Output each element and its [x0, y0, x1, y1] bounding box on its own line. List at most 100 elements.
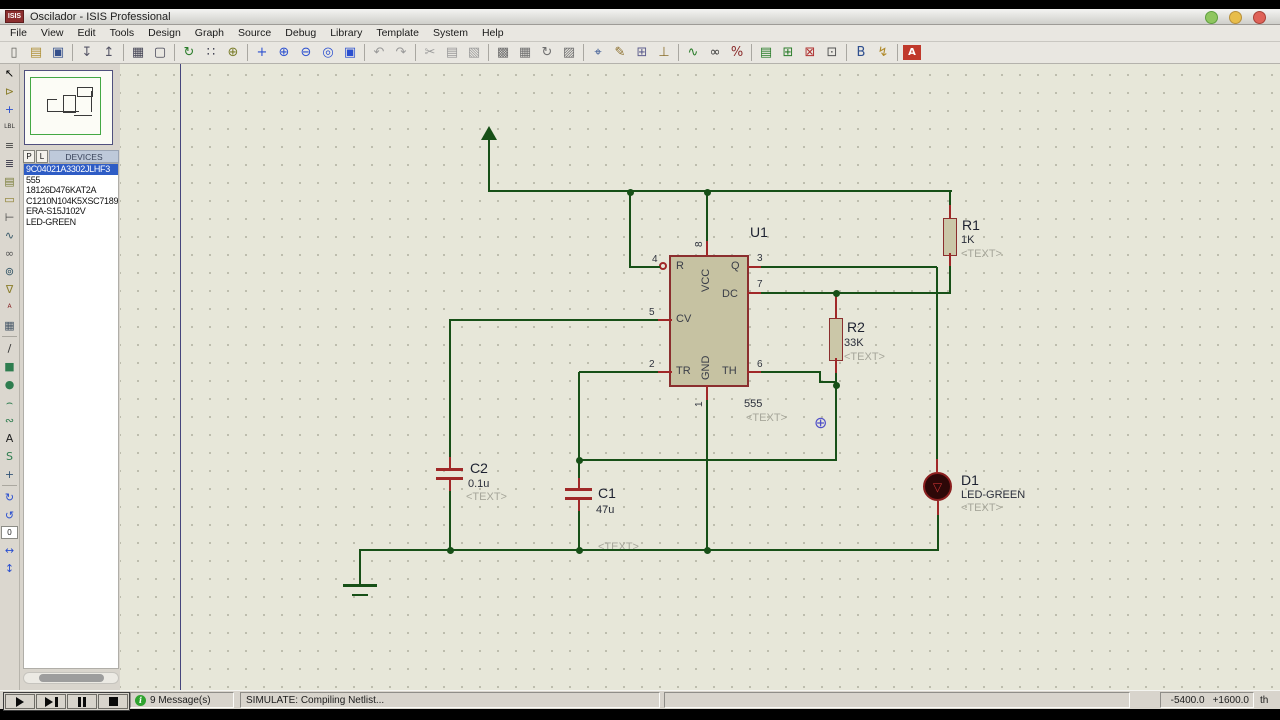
- new-sheet-icon[interactable]: ⊞: [782, 45, 794, 60]
- wire-segment[interactable]: [578, 461, 580, 479]
- decompose-icon[interactable]: ⊥: [658, 45, 670, 60]
- text-script-mode-icon[interactable]: ≡: [4, 138, 15, 152]
- wire-segment[interactable]: [359, 549, 361, 585]
- redraw-icon[interactable]: ↻: [183, 45, 195, 60]
- pick-device-icon[interactable]: ⌖: [594, 45, 602, 60]
- rotate-clockwise-icon[interactable]: ↻: [4, 490, 15, 504]
- component-r1-resistor[interactable]: [943, 218, 957, 256]
- menu-library[interactable]: Library: [330, 27, 363, 39]
- electrical-rule-check-icon[interactable]: ↯: [877, 45, 889, 60]
- wire-segment[interactable]: [819, 371, 821, 383]
- wire-segment[interactable]: [835, 372, 837, 461]
- menu-tools[interactable]: Tools: [109, 27, 135, 39]
- virtual-instruments-mode-icon[interactable]: ▦: [4, 318, 15, 332]
- property-assignment-icon[interactable]: %: [730, 45, 744, 60]
- zoom-all-icon[interactable]: ◎: [322, 45, 334, 60]
- minimize-button[interactable]: [1205, 11, 1218, 24]
- wire-segment[interactable]: [761, 292, 951, 294]
- import-section-icon[interactable]: ↧: [81, 45, 93, 60]
- graphics-arc-icon[interactable]: ⌢: [5, 395, 14, 409]
- graphics-circle-icon[interactable]: ●: [4, 377, 15, 391]
- remove-sheet-icon[interactable]: ⊠: [804, 45, 816, 60]
- origin-icon[interactable]: ⊕: [227, 45, 239, 60]
- mirror-horizontal-icon[interactable]: ↔: [4, 543, 15, 557]
- menu-edit[interactable]: Edit: [77, 27, 96, 39]
- library-button[interactable]: L: [36, 150, 48, 163]
- search-tag-icon[interactable]: ∞: [709, 45, 721, 60]
- new-file-icon[interactable]: ▯: [10, 45, 18, 60]
- wire-segment[interactable]: [761, 266, 937, 268]
- menu-template[interactable]: Template: [376, 27, 419, 39]
- zoom-in-icon[interactable]: ⊕: [278, 45, 290, 60]
- wire-segment[interactable]: [937, 514, 939, 551]
- wire-segment[interactable]: [579, 371, 659, 373]
- make-device-icon[interactable]: ✎: [614, 45, 626, 60]
- rotation-angle-field[interactable]: 0: [1, 526, 18, 539]
- graphics-text-icon[interactable]: A: [5, 431, 14, 445]
- wire-segment[interactable]: [629, 191, 631, 268]
- c2-ref[interactable]: C2: [470, 460, 488, 476]
- current-probe-mode-icon[interactable]: A: [7, 303, 12, 310]
- menu-view[interactable]: View: [40, 27, 64, 39]
- pause-button[interactable]: [67, 694, 97, 709]
- r1-ref[interactable]: R1: [962, 217, 980, 233]
- junction-dot-mode-icon[interactable]: +: [4, 102, 15, 116]
- mirror-vertical-icon[interactable]: ↕: [4, 561, 15, 575]
- pan-icon[interactable]: +: [256, 45, 268, 60]
- wire-segment[interactable]: [359, 549, 939, 551]
- undo-icon[interactable]: ↶: [373, 45, 385, 60]
- wire-segment[interactable]: [578, 372, 580, 461]
- design-explorer-icon[interactable]: ▤: [759, 45, 773, 60]
- wire-autorouter-icon[interactable]: ∿: [687, 45, 699, 60]
- menu-debug[interactable]: Debug: [285, 27, 317, 39]
- wire-segment[interactable]: [488, 140, 490, 191]
- generator-mode-icon[interactable]: ⊚: [4, 264, 15, 278]
- device-list-item[interactable]: 9C04021A3302JLHF3: [24, 164, 118, 175]
- device-list-scrollbar[interactable]: [23, 672, 119, 684]
- save-design-icon[interactable]: ▣: [51, 45, 65, 60]
- wire-segment[interactable]: [819, 381, 837, 383]
- wire-segment[interactable]: [449, 319, 659, 321]
- zoom-out-icon[interactable]: ⊖: [300, 45, 312, 60]
- c1-value[interactable]: 47u: [596, 504, 615, 516]
- device-list-item[interactable]: C1210N104K5XSC7189: [26, 195, 119, 206]
- wire-segment[interactable]: [936, 267, 938, 460]
- r2-ref[interactable]: R2: [847, 319, 865, 335]
- device-pin-mode-icon[interactable]: ⊢: [4, 210, 15, 224]
- overview-minimap[interactable]: [24, 70, 113, 145]
- step-button[interactable]: [36, 694, 66, 709]
- u1-ref[interactable]: U1: [750, 224, 768, 240]
- wire-segment[interactable]: [949, 265, 951, 294]
- mark-output-area-icon[interactable]: ▢: [153, 45, 167, 60]
- menu-graph[interactable]: Graph: [194, 27, 224, 39]
- graphics-closed-path-icon[interactable]: ∾: [4, 413, 15, 427]
- packaging-tool-icon[interactable]: ⊞: [636, 45, 648, 60]
- toggle-grid-icon[interactable]: ∷: [206, 45, 216, 60]
- menu-source[interactable]: Source: [237, 27, 272, 39]
- c2-value[interactable]: 0.1u: [468, 478, 490, 490]
- graph-mode-icon[interactable]: ∿: [4, 228, 15, 242]
- wire-segment[interactable]: [761, 371, 820, 373]
- ground-symbol[interactable]: [343, 584, 377, 587]
- goto-sheet-icon[interactable]: ⊡: [826, 45, 838, 60]
- menu-design[interactable]: Design: [148, 27, 181, 39]
- wire-segment[interactable]: [449, 490, 451, 551]
- voltage-probe-mode-icon[interactable]: ∇: [5, 282, 14, 296]
- block-move-icon[interactable]: ▦: [518, 45, 532, 60]
- pick-parts-button[interactable]: P: [23, 150, 35, 163]
- rotate-anticlockwise-icon[interactable]: ↺: [4, 508, 15, 522]
- wire-segment[interactable]: [949, 191, 951, 206]
- wire-segment[interactable]: [580, 459, 836, 461]
- maximize-button[interactable]: [1229, 11, 1242, 24]
- stop-button[interactable]: [98, 694, 128, 709]
- r2-value[interactable]: 33K: [844, 337, 864, 349]
- device-list-item[interactable]: LED-GREEN: [26, 216, 76, 227]
- selection-pointer-icon[interactable]: ↖: [4, 66, 15, 80]
- power-terminal-icon[interactable]: [481, 126, 497, 140]
- component-mode-icon[interactable]: ⊳: [4, 84, 15, 98]
- component-d1-led[interactable]: ▽: [923, 472, 952, 501]
- close-button[interactable]: [1253, 11, 1266, 24]
- marker-mode-icon[interactable]: +: [4, 467, 15, 481]
- component-r2-resistor[interactable]: [829, 318, 843, 361]
- device-list-item[interactable]: ERA-S15J102V: [26, 206, 86, 216]
